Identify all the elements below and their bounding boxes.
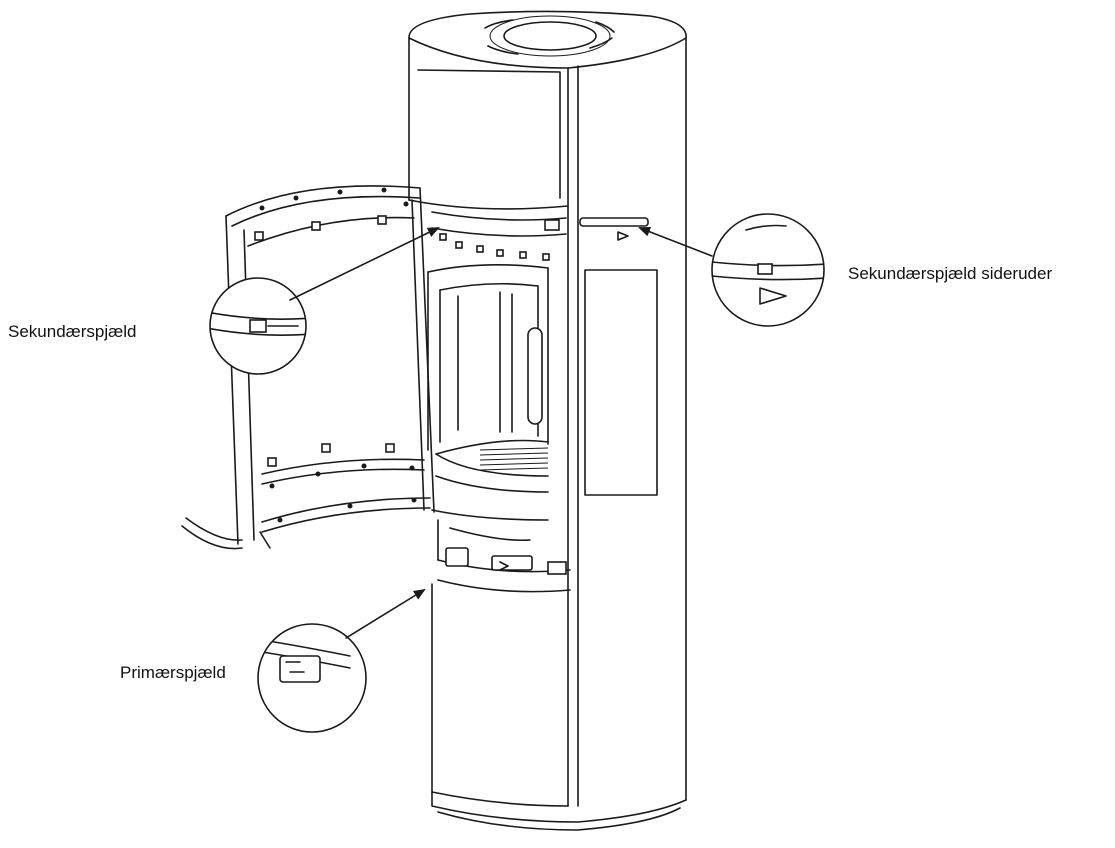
label-primary-damper: Primærspjæld (120, 663, 226, 682)
callout-secondary-damper (209, 227, 440, 375)
side-window (584, 269, 658, 496)
side-damper-slot (579, 217, 649, 227)
top-ring (503, 21, 597, 51)
grate (479, 447, 549, 471)
callout-primary-damper (257, 588, 426, 733)
stove-body (408, 10, 687, 831)
label-side-glass-damper: Sekundærspjæld sideruder (848, 264, 1053, 283)
open-door (181, 185, 435, 550)
air-vents (439, 233, 550, 261)
callout-side-damper (638, 213, 825, 327)
door-rivets (259, 187, 417, 523)
label-secondary-damper: Sekundærspjæld (8, 322, 137, 341)
door-handle (181, 525, 243, 550)
